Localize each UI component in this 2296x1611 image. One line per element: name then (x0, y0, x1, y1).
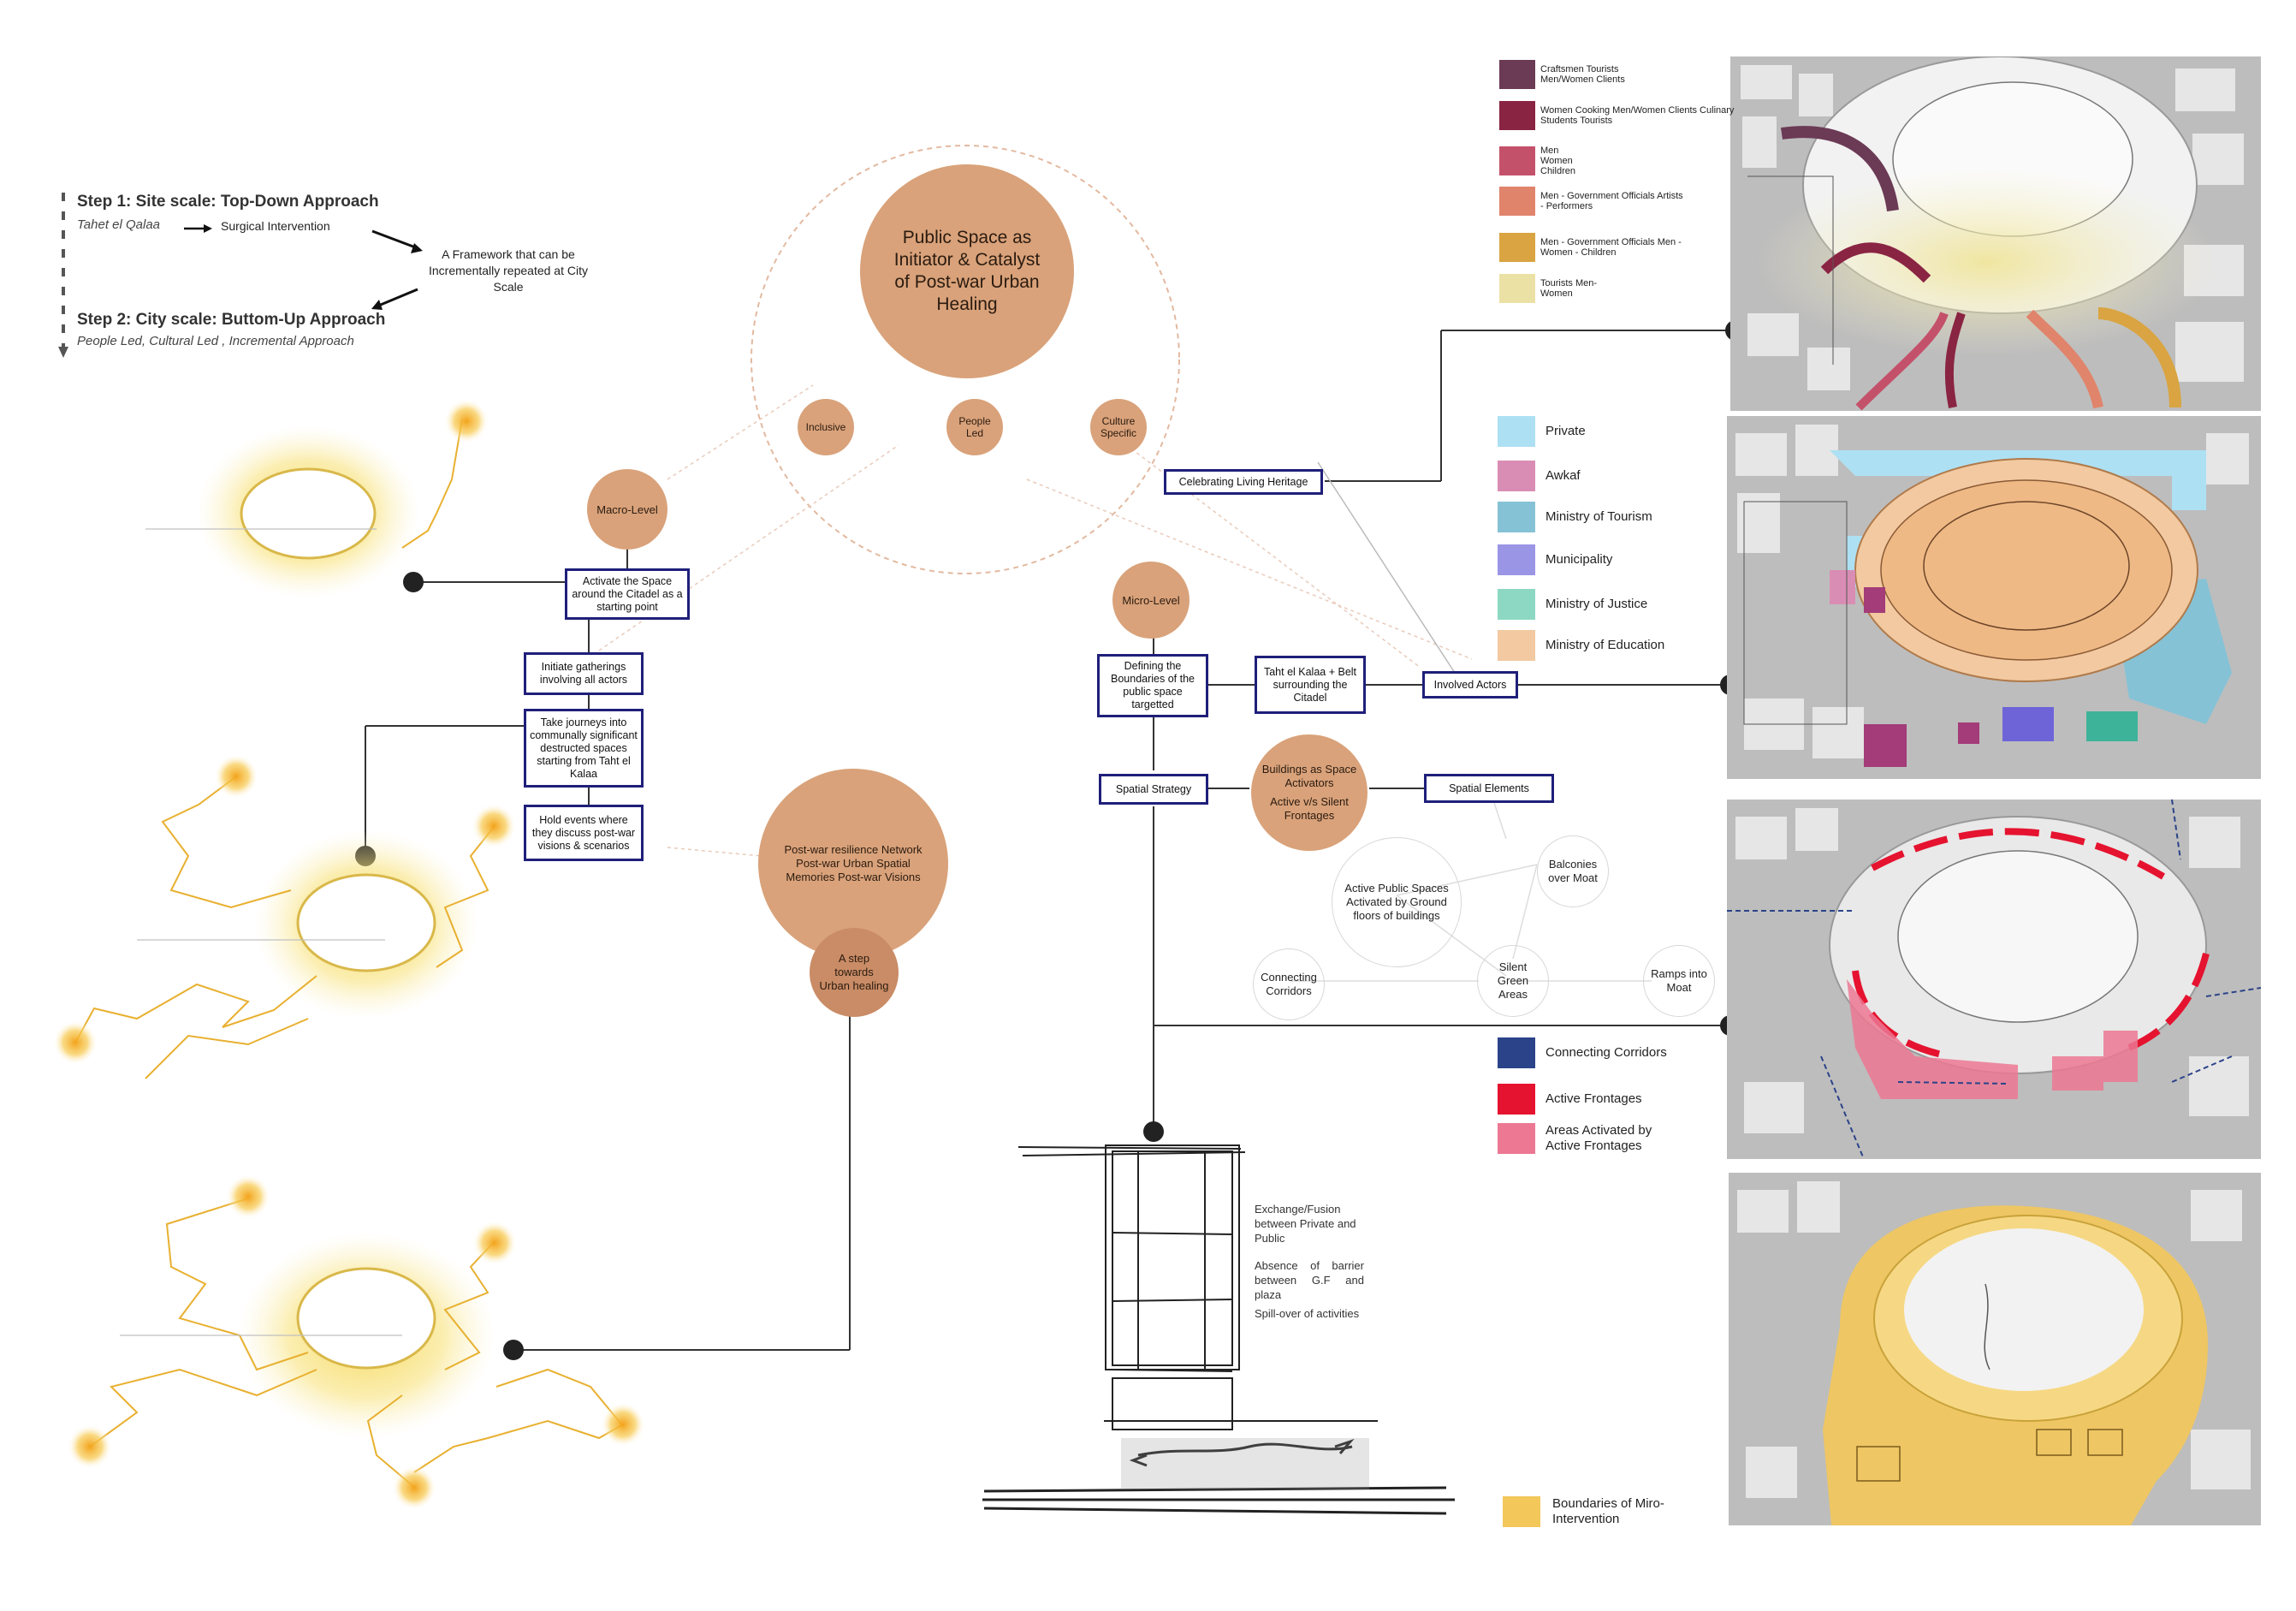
map2-art (1727, 416, 2261, 779)
micro-level-circle: Micro-Level (1112, 562, 1190, 639)
legend1-item-0: Craftsmen Tourists Men/Women Clients (1499, 60, 1643, 89)
legend-swatch (1499, 187, 1535, 216)
legend2-item-0: Private (1498, 416, 1586, 447)
ramps-circle: Ramps into Moat (1643, 945, 1715, 1017)
sketch-note-3: Spill-over of activities (1255, 1307, 1360, 1320)
legend2-item-1: Awkaf (1498, 461, 1581, 491)
step1-place: Tahet el Qalaa (77, 217, 161, 232)
legend3-item-2: Areas Activated by Active Frontages (1498, 1123, 1674, 1154)
macro-level-circle: Macro-Level (587, 469, 667, 550)
step1-action: Surgical Intervention (221, 219, 330, 233)
map3-art (1727, 800, 2261, 1159)
core-orbit (751, 145, 1180, 574)
legend2-item-2: Ministry of Tourism (1498, 502, 1652, 532)
legend-swatch (1499, 101, 1535, 130)
box-spatial-strategy: Spatial Strategy (1099, 774, 1208, 805)
framework-arrow-top (371, 229, 418, 250)
legend-swatch (1498, 544, 1535, 575)
legend2-item-5: Ministry of Education (1498, 630, 1664, 661)
balconies-circle: Balconies over Moat (1537, 835, 1609, 907)
legend-swatch (1498, 1084, 1535, 1115)
core-people-led: People Led (946, 399, 1003, 455)
legend-swatch (1498, 630, 1535, 661)
buildings-title: Buildings as Space Activators (1261, 763, 1357, 789)
legend-swatch (1503, 1496, 1540, 1527)
map-user-groups (1730, 56, 2261, 411)
map4-art (1729, 1173, 2261, 1525)
silent-green-circle: Silent Green Areas (1477, 945, 1549, 1017)
box-celebrating-heritage: Celebrating Living Heritage (1164, 469, 1323, 495)
urban-healing-circle: A step towards Urban healing (810, 928, 899, 1017)
buildings-circle: Buildings as Space Activators Active v/s… (1251, 734, 1368, 851)
legend-swatch (1499, 146, 1535, 175)
legend-swatch (1498, 589, 1535, 620)
steps-arrow-head (58, 347, 68, 358)
step2-title: Step 2: City scale: Buttom-Up Approach (77, 311, 386, 329)
legend2-item-3: Municipality (1498, 544, 1612, 575)
framework-arrow-bottom (376, 288, 418, 308)
box-defining-boundaries: Defining the Boundaries of the public sp… (1097, 654, 1208, 717)
legend-swatch (1498, 416, 1535, 447)
legend4-item-0: Boundaries of Miro-Intervention (1503, 1496, 1672, 1527)
sketch-note-2: Absence of barrier between G.F and plaza (1255, 1259, 1364, 1301)
legend2-item-4: Ministry of Justice (1498, 589, 1647, 620)
connector-dot (503, 1340, 524, 1360)
active-public-spaces-circle: Active Public Spaces Activated by Ground… (1332, 837, 1462, 967)
box-hold-events: Hold events where they discuss post-war … (524, 805, 644, 861)
legend-swatch (1499, 60, 1535, 89)
legend-swatch (1498, 1037, 1535, 1068)
legend-swatch (1498, 461, 1535, 491)
core-circle: Public Space as Initiator & Catalyst of … (860, 164, 1074, 378)
connector-dot (403, 572, 424, 592)
box-spatial-elements: Spatial Elements (1424, 774, 1554, 803)
legend1-item-1: Women Cooking Men/Women Clients Culinary… (1499, 101, 1746, 130)
step2-subtitle: People Led, Cultural Led , Incremental A… (77, 334, 354, 348)
box-involved-actors: Involved Actors (1422, 671, 1518, 698)
box-activate-space: Activate the Space around the Citadel as… (565, 568, 690, 620)
legend1-item-3: Men - Government Officials Artists - Per… (1499, 187, 1686, 216)
connector-dot (1143, 1121, 1164, 1142)
map-intervention-boundary (1729, 1173, 2261, 1525)
core-inclusive: Inclusive (798, 399, 854, 455)
legend-swatch (1499, 233, 1535, 262)
core-culture-specific: Culture Specific (1090, 399, 1147, 455)
network-circle: Post-war resilience Network Post-war Urb… (758, 769, 948, 959)
box-take-journeys: Take journeys into communally significan… (524, 709, 644, 788)
legend1-item-4: Men - Government Officials Men - Women -… (1499, 233, 1686, 262)
citadel-glow-2 (53, 754, 516, 1079)
facade-sketch (982, 1144, 1455, 1515)
legend3-item-1: Active Frontages (1498, 1084, 1642, 1115)
map1-art (1730, 56, 2261, 411)
legend3-item-0: Connecting Corridors (1498, 1037, 1667, 1068)
step1-title: Step 1: Site scale: Top-Down Approach (77, 193, 379, 211)
box-taht-el-kalaa: Taht el Kalaa + Belt surrounding the Cit… (1255, 656, 1366, 714)
legend-swatch (1499, 274, 1535, 303)
map-involved-actors (1727, 416, 2261, 779)
connecting-corridors-circle: Connecting Corridors (1253, 948, 1325, 1020)
buildings-subtitle: Active v/s Silent Frontages (1270, 795, 1349, 822)
sketch-shading (1121, 1438, 1369, 1489)
framework-text: A Framework that can be Incrementally re… (429, 247, 588, 294)
citadel-glow-1 (145, 399, 489, 597)
legend1-item-5: Tourists Men-Women (1499, 274, 1609, 303)
citadel-glow-3 (68, 1174, 645, 1510)
legend-swatch (1498, 502, 1535, 532)
box-initiate-gatherings: Initiate gatherings involving all actors (524, 652, 644, 695)
sketch-note-1: Exchange/Fusion between Private and Publ… (1255, 1203, 1356, 1245)
legend1-item-2: Men Women Children (1499, 146, 1592, 176)
map-active-frontages (1727, 800, 2261, 1159)
legend-swatch (1498, 1123, 1535, 1154)
